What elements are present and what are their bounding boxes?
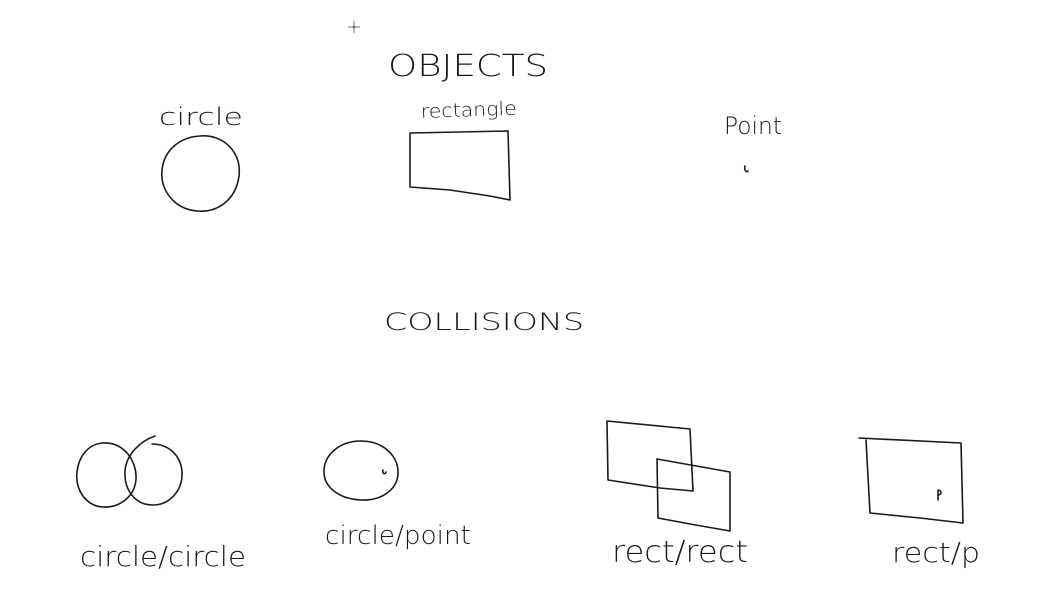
circle-point-mark [382, 469, 387, 475]
point-label: Point [724, 112, 782, 140]
rect-point-label: rect/p [892, 536, 980, 569]
circle-point-circle-shape [323, 440, 399, 501]
crosshair-cursor-icon [348, 21, 360, 33]
collisions-heading: COLLISIONS [384, 308, 584, 336]
circle-circle-label: circle/circle [80, 540, 246, 573]
rect-point-mark [937, 489, 942, 501]
rect-a-shape [606, 420, 694, 492]
rect-b-shape [656, 458, 731, 532]
circle-a-shape [76, 442, 137, 508]
rect-point-rect-shape [858, 437, 964, 524]
circle-label: circle [159, 103, 243, 131]
rect-rect-label: rect/rect [612, 535, 748, 570]
rectangle-shape [409, 130, 511, 201]
circle-point-label: circle/point [325, 521, 471, 551]
point-mark [743, 165, 749, 173]
objects-heading: OBJECTS [388, 49, 548, 84]
circle-shape [161, 135, 241, 212]
rectangle-label: rectangle [420, 98, 517, 123]
circle-b-shape [124, 435, 183, 506]
